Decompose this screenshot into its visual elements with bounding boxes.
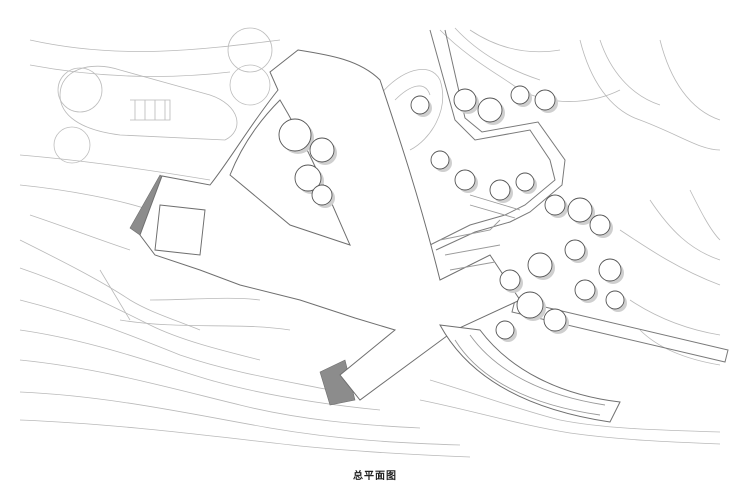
tree-icon: [527, 252, 553, 278]
contour-lines: [19, 239, 721, 458]
tree-icon: [495, 320, 515, 340]
tree-icon: [499, 269, 521, 291]
tree-icon: [430, 150, 450, 170]
tree-icon: [489, 179, 511, 201]
tree-icon: [544, 194, 566, 216]
ramp: [511, 299, 729, 363]
tree-icon: [589, 214, 611, 236]
tree-icon: [543, 308, 567, 332]
tree-icon: [564, 239, 586, 261]
tree-icon: [534, 89, 556, 111]
tree-icon: [574, 279, 596, 301]
tree-icon: [477, 97, 503, 123]
tree-icon: [311, 184, 333, 206]
tree-icon: [516, 291, 544, 319]
tree-icon: [453, 88, 477, 112]
site-lines-upper: [19, 39, 281, 321]
tree-icon: [598, 258, 622, 282]
tree-icon: [605, 290, 625, 310]
access-path: [429, 29, 556, 246]
tree-icon: [515, 172, 535, 192]
tree-icon: [294, 164, 322, 192]
tree-icon: [278, 118, 312, 152]
trees: [278, 85, 627, 342]
tree-icon: [567, 197, 593, 223]
drawing-caption: 总平面图: [353, 471, 397, 482]
ghost-circles: [53, 27, 273, 164]
building-footprint: [139, 49, 621, 423]
terrace-lines: [439, 194, 521, 271]
tree-icon: [454, 169, 476, 191]
tree-icon: [410, 95, 430, 115]
tree-icon: [510, 85, 530, 105]
tree-icon: [309, 137, 335, 163]
